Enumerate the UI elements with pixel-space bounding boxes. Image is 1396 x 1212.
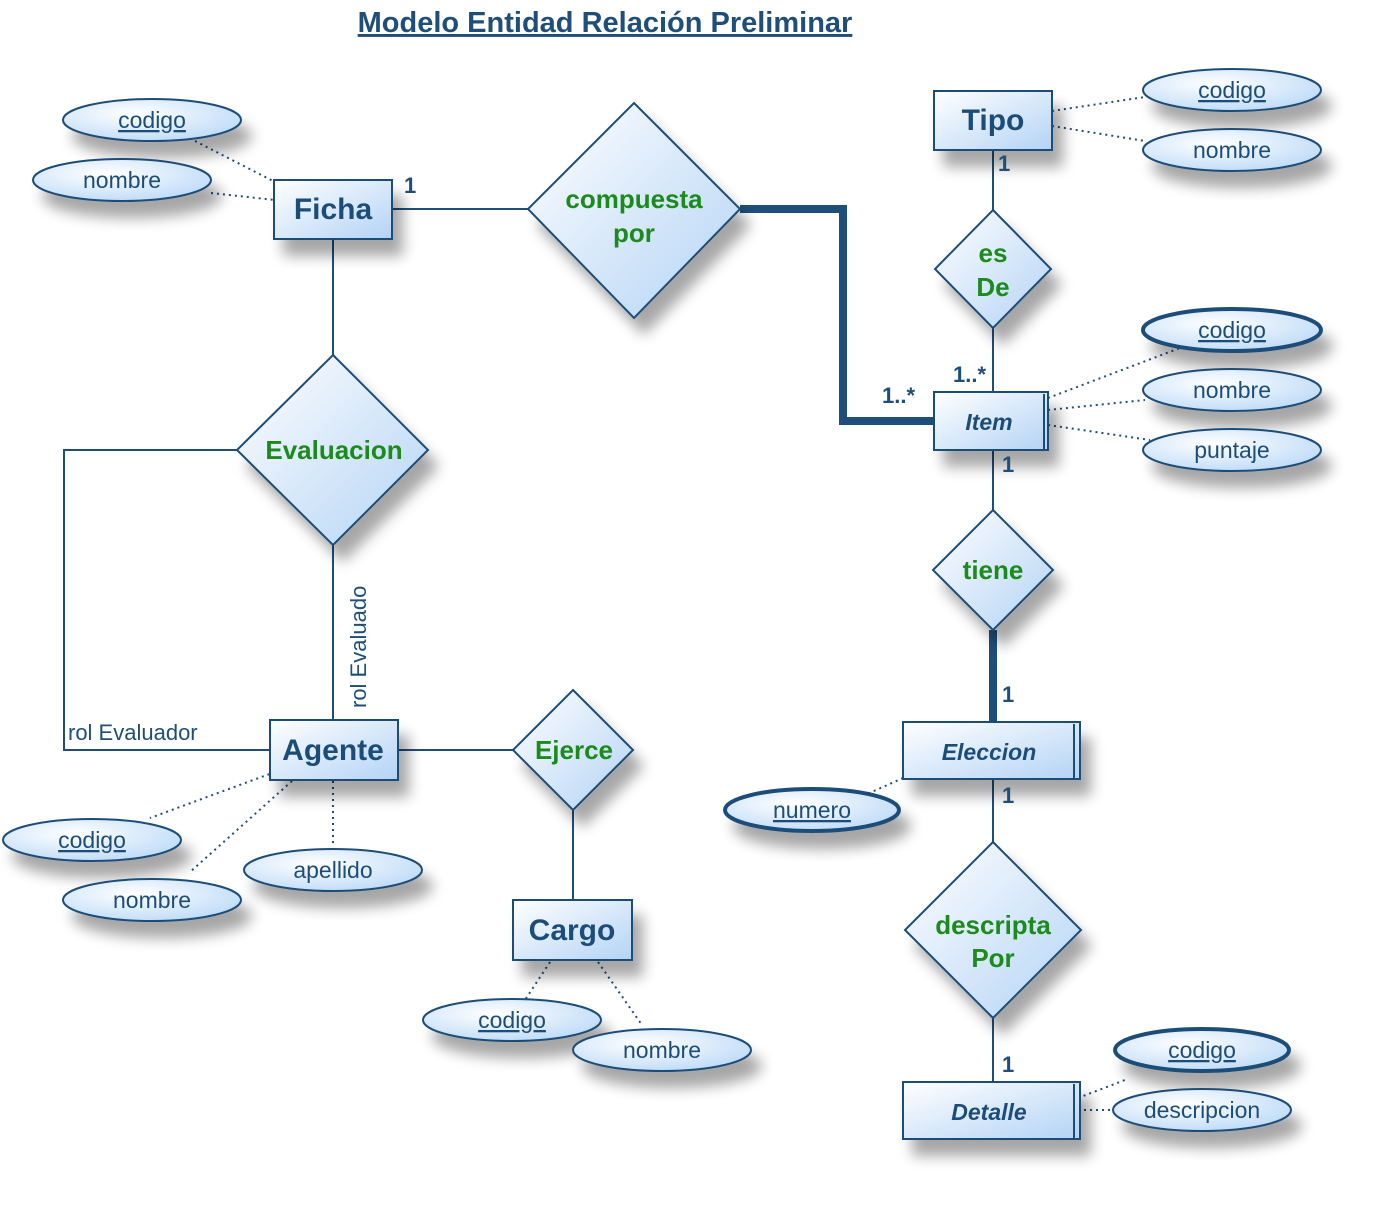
entity-tipo-label: Tipo: [962, 104, 1025, 137]
attr-item-puntaje[interactable]: puntaje: [1142, 428, 1322, 472]
cardinality-item-compuesta: 1..*: [882, 383, 915, 408]
attr-agente-apellido-label: apellido: [293, 857, 372, 883]
compuesta-item-line: [740, 205, 935, 425]
attr-item-codigo[interactable]: codigo: [1141, 307, 1323, 353]
attr-detalle-descripcion[interactable]: descripcion: [1112, 1088, 1292, 1132]
attr-detalle-codigo-label: codigo: [1168, 1037, 1236, 1063]
attr-item-nombre[interactable]: nombre: [1142, 368, 1322, 412]
cardinality-detalle-descripta: 1: [1002, 1052, 1014, 1077]
entity-tipo[interactable]: Tipo: [933, 90, 1053, 151]
cardinality-item-tiene: 1: [1002, 452, 1014, 477]
rel-compuesta-por-label-1: compuesta: [565, 184, 703, 214]
agente-codigo-link: [149, 771, 276, 819]
entity-agente[interactable]: Agente: [269, 719, 399, 781]
item-puntaje-link: [1047, 424, 1151, 441]
entity-cargo[interactable]: Cargo: [512, 899, 633, 961]
rel-evaluacion[interactable]: Evaluacion: [235, 353, 430, 547]
ficha-nombre-link: [210, 192, 276, 201]
rel-descripta-por-label-2: Por: [971, 943, 1014, 973]
rel-compuesta-por[interactable]: compuesta por: [526, 101, 742, 320]
rel-descripta-por-label-1: descripta: [935, 910, 1051, 940]
attr-tipo-codigo-label: codigo: [1198, 77, 1266, 103]
attr-eleccion-numero-label: numero: [773, 797, 851, 823]
cargo-codigo-link: [524, 961, 551, 1001]
attr-item-puntaje-label: puntaje: [1194, 437, 1269, 463]
rel-ejerce-label: Ejerce: [535, 735, 613, 765]
entity-item-label: Item: [965, 409, 1012, 435]
attr-tipo-nombre-label: nombre: [1193, 137, 1271, 163]
entity-agente-label: Agente: [282, 734, 384, 767]
attr-detalle-codigo[interactable]: codigo: [1113, 1027, 1291, 1073]
attr-ficha-codigo-label: codigo: [118, 107, 186, 133]
entity-ficha-label: Ficha: [294, 193, 373, 226]
item-nombre-link: [1047, 399, 1146, 411]
attr-tipo-nombre[interactable]: nombre: [1142, 128, 1322, 172]
cardinality-eleccion-descripta: 1: [1002, 783, 1014, 808]
eleccion-numero-link: [864, 777, 904, 796]
attr-item-codigo-label: codigo: [1198, 317, 1266, 343]
entity-ficha[interactable]: Ficha: [273, 179, 393, 240]
attr-ficha-codigo[interactable]: codigo: [62, 98, 242, 142]
entity-detalle[interactable]: Detalle: [902, 1081, 1081, 1140]
attr-agente-nombre-label: nombre: [113, 887, 191, 913]
cardinality-ficha-compuesta: 1: [404, 173, 416, 198]
entity-cargo-label: Cargo: [529, 914, 616, 947]
attr-cargo-nombre[interactable]: nombre: [572, 1028, 752, 1072]
entity-eleccion-label: Eleccion: [942, 739, 1037, 765]
attr-agente-apellido[interactable]: apellido: [243, 848, 423, 892]
cardinality-eleccion-tiene: 1: [1002, 682, 1014, 707]
tipo-codigo-link: [1051, 96, 1146, 112]
tipo-nombre-link: [1051, 125, 1146, 142]
evaluador-loop-line: [63, 449, 270, 751]
rel-tiene[interactable]: tiene: [931, 508, 1055, 632]
attr-detalle-descripcion-label: descripcion: [1144, 1097, 1260, 1123]
rel-es-de[interactable]: es De: [933, 208, 1053, 330]
attr-ficha-nombre-label: nombre: [83, 167, 161, 193]
attr-cargo-codigo-label: codigo: [478, 1007, 546, 1033]
attr-cargo-codigo[interactable]: codigo: [422, 998, 602, 1042]
rel-tiene-label: tiene: [963, 555, 1024, 585]
attr-eleccion-numero[interactable]: numero: [723, 787, 901, 833]
entity-eleccion[interactable]: Eleccion: [902, 721, 1081, 780]
cardinality-item-esde: 1..*: [953, 362, 986, 387]
rel-ejerce[interactable]: Ejerce: [511, 688, 635, 812]
cardinality-tipo-esde: 1: [998, 151, 1010, 176]
attr-item-nombre-label: nombre: [1193, 377, 1271, 403]
attr-tipo-codigo[interactable]: codigo: [1142, 68, 1322, 112]
rel-compuesta-por-label-2: por: [613, 218, 655, 248]
attr-agente-codigo[interactable]: codigo: [2, 818, 182, 862]
entity-detalle-label: Detalle: [951, 1099, 1027, 1125]
page-title: Modelo Entidad Relación Preliminar: [358, 7, 853, 39]
entity-item[interactable]: Item: [933, 391, 1049, 451]
connectors: [63, 96, 1181, 1111]
attr-ficha-nombre[interactable]: nombre: [32, 158, 212, 202]
attr-agente-nombre[interactable]: nombre: [62, 878, 242, 922]
detalle-codigo-link: [1077, 1079, 1126, 1099]
rel-es-de-label-2: De: [976, 272, 1009, 302]
rel-es-de-label-1: es: [979, 238, 1008, 268]
role-evaluado-label: rol Evaluado: [346, 586, 371, 708]
cargo-nombre-link: [597, 961, 643, 1026]
rel-descripta-por[interactable]: descripta Por: [903, 840, 1083, 1020]
attr-cargo-nombre-label: nombre: [623, 1037, 701, 1063]
role-evaluador-label: rol Evaluador: [68, 720, 198, 745]
attr-agente-codigo-label: codigo: [58, 827, 126, 853]
rel-evaluacion-label: Evaluacion: [265, 435, 402, 465]
